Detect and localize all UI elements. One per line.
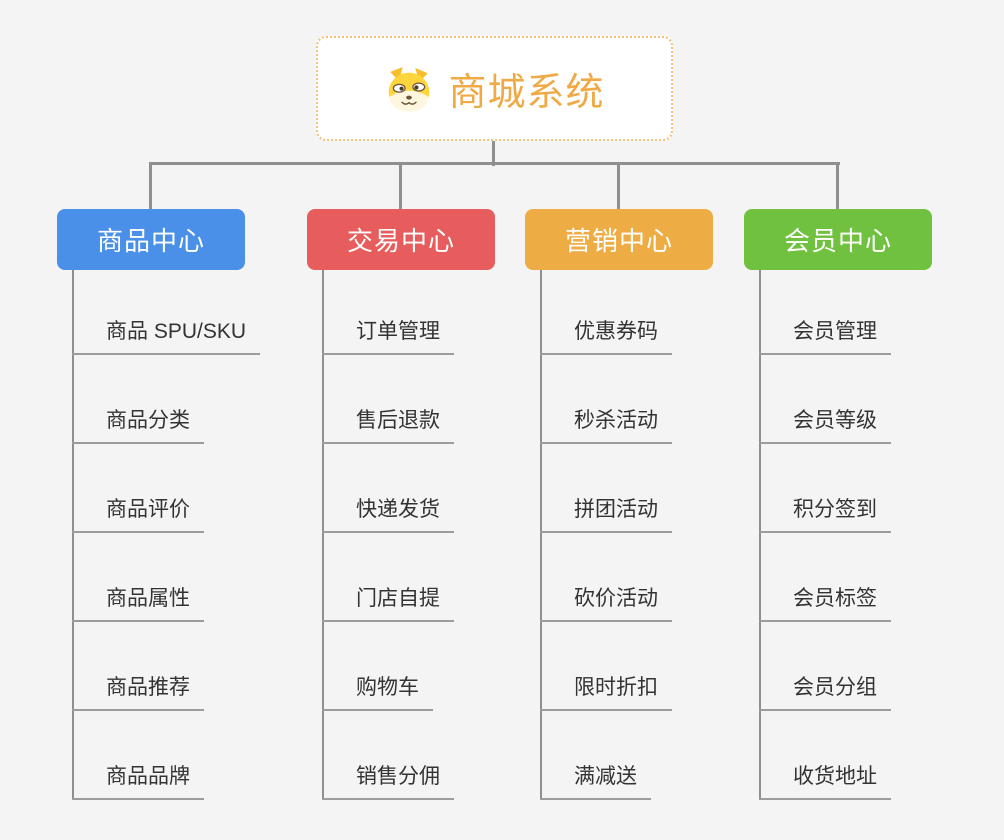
leaf-node[interactable]: 商品评价: [72, 495, 204, 533]
root-node[interactable]: 商城系统: [316, 36, 673, 141]
leaf-node[interactable]: 会员分组: [759, 673, 891, 711]
leaf-node[interactable]: 会员等级: [759, 406, 891, 444]
leaf-node[interactable]: 商品品牌: [72, 762, 204, 800]
branch-box-marketing-center[interactable]: 营销中心: [525, 209, 713, 270]
leaf-node[interactable]: 商品属性: [72, 584, 204, 622]
branch-label: 商品中心: [96, 226, 205, 256]
leaf-node[interactable]: 售后退款: [322, 406, 454, 444]
doge-icon: [389, 66, 430, 112]
leaf-node[interactable]: 会员标签: [759, 584, 891, 622]
connector-drop: [836, 163, 839, 209]
branch-member-center: 会员中心 会员管理 会员等级 积分签到 会员标签 会员分组 收货地址: [744, 163, 932, 840]
branch-marketing-center: 营销中心 优惠券码 秒杀活动 拼团活动 砍价活动 限时折扣 满减送: [525, 163, 713, 840]
leaf-node[interactable]: 商品推荐: [72, 673, 204, 711]
connector-root-drop: [492, 141, 495, 166]
branch-box-trade-center[interactable]: 交易中心: [307, 209, 495, 270]
leaf-node[interactable]: 积分签到: [759, 495, 891, 533]
branch-label: 会员中心: [783, 226, 892, 256]
leaf-node[interactable]: 收货地址: [759, 762, 891, 800]
connector-drop: [149, 163, 152, 209]
leaf-node[interactable]: 限时折扣: [540, 673, 672, 711]
leaf-node[interactable]: 拼团活动: [540, 495, 672, 533]
connector-horizontal-bar: [149, 162, 840, 165]
leaf-node[interactable]: 会员管理: [759, 317, 891, 355]
root-title: 商城系统: [448, 72, 605, 114]
branch-trade-center: 交易中心 订单管理 售后退款 快递发货 门店自提 购物车 销售分佣: [307, 163, 495, 840]
branch-trunk-line: [322, 270, 324, 800]
branch-items: 订单管理 售后退款 快递发货 门店自提 购物车 销售分佣: [322, 317, 454, 800]
branch-label: 营销中心: [564, 226, 673, 256]
branch-label: 交易中心: [346, 226, 455, 256]
branch-box-product-center[interactable]: 商品中心: [57, 209, 245, 270]
branch-trunk-line: [540, 270, 542, 800]
branch-box-member-center[interactable]: 会员中心: [744, 209, 932, 270]
connector-drop: [617, 163, 620, 209]
leaf-node[interactable]: 门店自提: [322, 584, 454, 622]
leaf-node[interactable]: 商品 SPU/SKU: [72, 317, 261, 355]
branch-product-center: 商品中心 商品 SPU/SKU 商品分类 商品评价 商品属性 商品推荐 商品品牌: [57, 163, 261, 840]
leaf-node[interactable]: 秒杀活动: [540, 406, 672, 444]
branch-trunk-line: [759, 270, 761, 800]
leaf-node[interactable]: 满减送: [540, 762, 651, 800]
leaf-node[interactable]: 优惠券码: [540, 317, 672, 355]
branch-items: 会员管理 会员等级 积分签到 会员标签 会员分组 收货地址: [759, 317, 891, 800]
branch-trunk-line: [72, 270, 74, 800]
connector-drop: [399, 163, 402, 209]
leaf-node[interactable]: 快递发货: [322, 495, 454, 533]
leaf-node[interactable]: 订单管理: [322, 317, 454, 355]
leaf-node[interactable]: 销售分佣: [322, 762, 454, 800]
branch-items: 商品 SPU/SKU 商品分类 商品评价 商品属性 商品推荐 商品品牌: [72, 317, 261, 800]
leaf-node[interactable]: 砍价活动: [540, 584, 672, 622]
leaf-node[interactable]: 购物车: [322, 673, 433, 711]
branch-items: 优惠券码 秒杀活动 拼团活动 砍价活动 限时折扣 满减送: [540, 317, 672, 800]
leaf-node[interactable]: 商品分类: [72, 406, 204, 444]
